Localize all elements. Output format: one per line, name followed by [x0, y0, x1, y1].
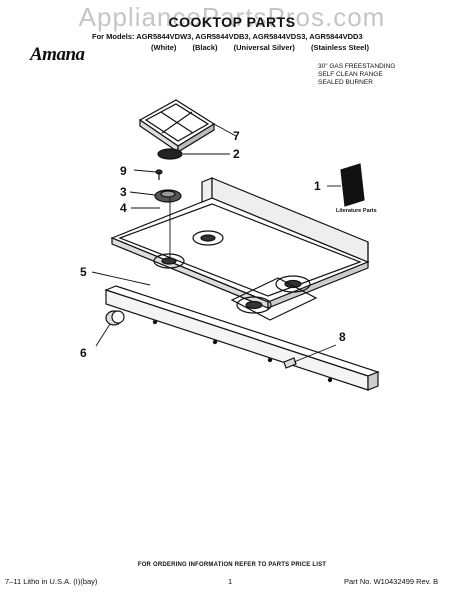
variant-black: (Black) [192, 43, 218, 52]
ordering-note: FOR ORDERING INFORMATION REFER TO PARTS … [137, 562, 327, 568]
variant-stainless: (Stainless Steel) [311, 43, 369, 52]
literature-packet [340, 163, 365, 207]
models-line: For Models: AGR5844VDW3, AGR5844VDB3, AG… [92, 32, 363, 41]
litho-info: 7–11 Litho in U.S.A. (I)(bay) [5, 577, 98, 586]
cooktop-maintop [110, 177, 370, 321]
description-line: SELF CLEAN RANGE [318, 71, 383, 78]
screw [155, 169, 163, 180]
brand-logo: Amana [30, 44, 85, 65]
callout-2: 2 [233, 147, 240, 161]
burner-grate [138, 99, 216, 154]
callout-1: 1 [314, 179, 321, 193]
page-number: 1 [228, 577, 233, 586]
description-line: SEALED BURNER [318, 79, 373, 86]
literature-parts-label: Literature Parts [336, 208, 377, 214]
callout-3: 3 [120, 185, 127, 199]
control-knob [105, 310, 125, 326]
callout-9: 9 [120, 164, 127, 178]
variant-silver: (Universal Silver) [233, 43, 295, 52]
variant-white: (White) [151, 43, 177, 52]
part-number: Part No. W10432499 Rev. B [344, 577, 439, 586]
color-variants: (White) (Black) (Universal Silver) (Stai… [151, 43, 383, 52]
valve-clip [283, 357, 297, 369]
page-title: COOKTOP PARTS [168, 14, 296, 30]
burner-cap [157, 148, 183, 160]
callout-6: 6 [80, 346, 87, 360]
callout-8: 8 [339, 330, 346, 344]
burner-base [154, 189, 182, 203]
watermark: AppliancePartsPros.com [78, 2, 386, 32]
description-line: 30" GAS FREESTANDING [318, 63, 396, 70]
callout-5: 5 [80, 265, 87, 279]
product-description: 30" GAS FREESTANDING SELF CLEAN RANGE SE… [318, 63, 458, 87]
callout-4: 4 [120, 201, 127, 215]
callout-7: 7 [233, 129, 240, 143]
manifold-panel [104, 285, 380, 391]
